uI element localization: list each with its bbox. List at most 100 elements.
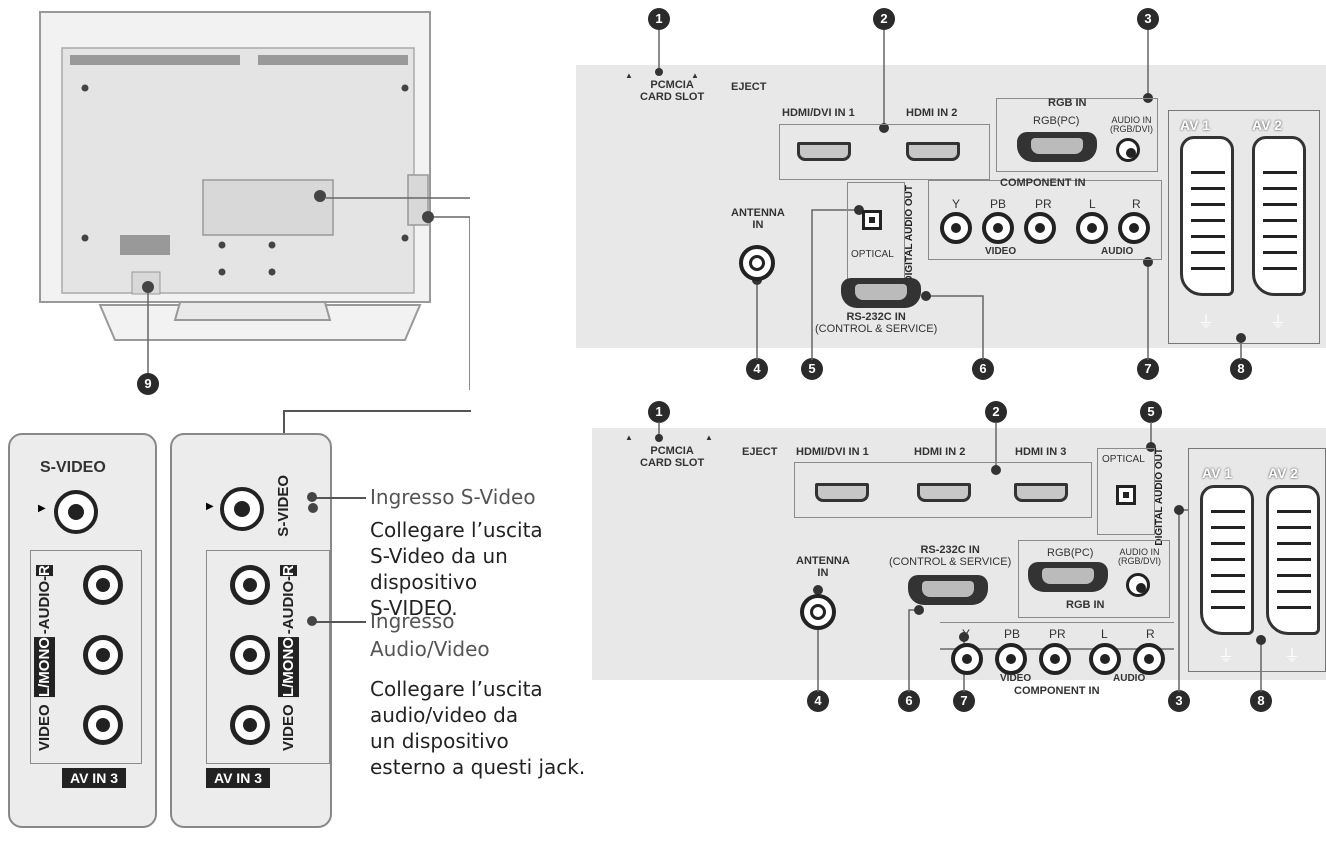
optical-label: OPTICAL [1102,454,1145,465]
hdmi-in-3-label: HDMI IN 3 [1015,446,1067,458]
hdmi-port-1 [797,142,851,161]
av-jack-group [30,550,142,764]
audio-group-label: AUDIO [1101,246,1134,257]
component-y-jack [940,212,972,244]
hdmi-port-2 [906,142,960,161]
leader-line [316,621,366,623]
hdmi-port-3 [1014,483,1068,502]
component-r-jack [1118,212,1150,244]
callout-2: 2 [985,401,1007,423]
tv-rear-drawing [39,11,470,390]
video-label: VIDEO [280,704,297,752]
s-video-jack [54,490,98,534]
component-r-jack [1133,643,1165,675]
scart-av1 [1180,136,1234,296]
hdmi-in-2-label: HDMI IN 2 [906,107,958,119]
component-pr-jack [1024,212,1056,244]
pcmcia-arrow-icon: ▲ [705,433,713,442]
audio-r-label: VIDEO L/MONO-AUDIO-R [34,565,55,752]
video-label: VIDEO [36,704,53,752]
callout-5: 5 [1140,401,1162,423]
av-in-3-badge: AV IN 3 [206,768,270,788]
audio-in-jack [1126,573,1150,597]
hdmi-group-box [779,124,990,180]
y-label: Y [952,197,961,211]
audio-l-mono-jack [83,635,123,675]
av-line: audio/video da [370,703,519,727]
callout-4: 4 [807,690,829,712]
rgb-pc-label: RGB(PC) [1047,547,1094,559]
rgb-pc-port [1028,562,1108,592]
svideo-line: S-VIDEO. [370,596,458,620]
rgb-in-box [1018,540,1170,618]
audio-group-label: AUDIO [1113,673,1146,684]
audio-label: AUDIO [36,580,53,630]
component-box [928,180,1162,260]
pr-label: PR [1035,197,1052,211]
pcmcia-arrow-icon: ▲ [625,71,633,80]
r-label: R [1132,197,1141,211]
callout-3: 3 [1168,690,1190,712]
audio-l-mono-jack [230,635,270,675]
connector-dot [307,616,317,626]
rgb-in-label: RGB IN [1066,599,1105,611]
callout-7: 7 [953,690,975,712]
s-video-jack [220,487,264,531]
av-in-3-badge: AV IN 3 [62,768,126,788]
callout-8: 8 [1250,690,1272,712]
callout-4: 4 [746,358,768,380]
callout-6: 6 [972,358,994,380]
plug-icon: ⏚ [1218,648,1235,665]
callout-2: 2 [873,8,895,30]
av1-label: AV 1 [1202,465,1233,481]
rgb-in-label: RGB IN [1048,97,1087,109]
pb-label: PB [1004,627,1021,641]
r-label: R [36,565,53,576]
audio-r-jack [83,565,123,605]
component-pb-jack [982,212,1014,244]
hdmi-group-box [794,462,1092,518]
callout-9: 9 [137,373,159,395]
svideo-title: Ingresso S-Video [370,485,536,509]
audio-label: AUDIO [280,580,297,630]
eject-label: EJECT [731,81,767,93]
bottom-leader-lines [655,422,1266,692]
rs232c-port [841,278,921,308]
svideo-line: S-Video da un [370,544,508,568]
hdmi-in-2-label: HDMI IN 2 [914,446,966,458]
pr-label: PR [1049,627,1066,641]
side-panel-b: ▶ S-VIDEO VIDEO L/MONO-AUDIO-R AV IN 3 [170,433,332,828]
callout-6: 6 [898,690,920,712]
connector-dot [308,503,318,513]
pcmcia-arrow-icon: ▲ [625,433,633,442]
video-group-label: VIDEO [1000,673,1032,684]
rs232c-port [908,575,988,605]
plug-icon: ⏚ [1270,314,1287,331]
audio-in-label: AUDIO IN(RGB/DVI) [1110,115,1154,135]
digital-audio-out-label: DIGITAL AUDIO OUT [904,185,915,283]
leader-line [283,410,285,434]
scart-av2 [1266,485,1320,635]
callout-1: 1 [648,8,670,30]
l-mono-label: L/MONO [278,637,299,698]
component-l-jack [1089,643,1121,675]
optical-box [1097,448,1155,535]
arrow-icon: ▶ [38,503,46,514]
svideo-line: dispositivo [370,570,478,594]
plug-icon: ⏚ [1284,648,1301,665]
l-label: L [1101,627,1108,641]
component-y-jack [951,643,983,675]
audio-in-label: AUDIO IN(RGB/DVI) [1118,547,1162,567]
leader-line [283,410,471,412]
antenna-in-jack [800,594,836,630]
optical-label: OPTICAL [851,249,894,260]
y-label: Y [962,627,971,641]
av2-label: AV 2 [1268,465,1299,481]
l-mono-label: L/MONO [34,637,55,698]
av-line: un dispositivo [370,729,509,753]
scart-group-box [1168,110,1320,344]
av-line: esterno a questi jack. [370,755,586,779]
hdmi-dvi-in-1-label: HDMI/DVI IN 1 [782,107,855,119]
r-label: R [280,565,297,576]
